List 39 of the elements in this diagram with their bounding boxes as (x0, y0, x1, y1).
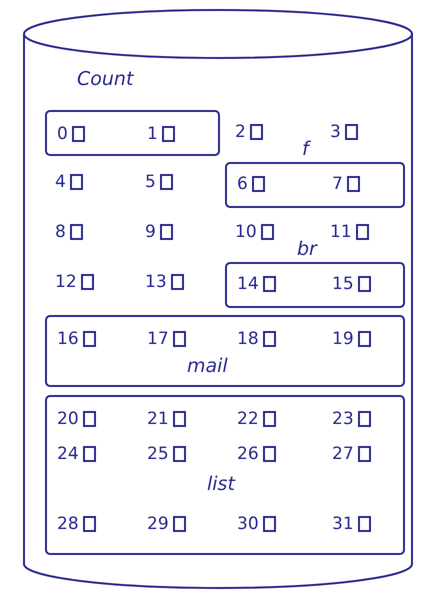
block-number: 24 (57, 443, 79, 465)
block-number: 27 (332, 443, 354, 465)
file-name: f (302, 138, 309, 160)
block-number: 19 (332, 328, 354, 350)
block-number: 9 (145, 221, 156, 243)
file-name: br (297, 238, 317, 260)
file-name: Count (77, 68, 134, 90)
block-number: 30 (237, 513, 259, 535)
block-number: 28 (57, 513, 79, 535)
block-number: 11 (330, 221, 352, 243)
block-number: 23 (332, 408, 354, 430)
block-number: 5 (145, 171, 156, 193)
block-number: 6 (237, 173, 248, 195)
block-number: 14 (237, 273, 259, 295)
block-number: 16 (57, 328, 79, 350)
file-name: mail (187, 355, 228, 377)
block-number: 1 (147, 123, 158, 145)
block-number: 17 (147, 328, 169, 350)
block-number: 22 (237, 408, 259, 430)
block-number: 31 (332, 513, 354, 535)
block-number: 12 (55, 271, 77, 293)
block-number: 7 (332, 173, 343, 195)
block-number: 2 (235, 121, 246, 143)
block-number: 4 (55, 171, 66, 193)
block-number: 8 (55, 221, 66, 243)
file-outline (45, 315, 405, 387)
block-number: 29 (147, 513, 169, 535)
block-number: 25 (147, 443, 169, 465)
block-number: 20 (57, 408, 79, 430)
block-number: 3 (330, 121, 341, 143)
file-outline (45, 395, 405, 555)
block-number: 0 (57, 123, 68, 145)
block-number: 18 (237, 328, 259, 350)
block-number: 15 (332, 273, 354, 295)
block-number: 21 (147, 408, 169, 430)
block-number: 13 (145, 271, 167, 293)
block-number: 10 (235, 221, 257, 243)
block-number: 26 (237, 443, 259, 465)
file-name: list (207, 473, 235, 495)
